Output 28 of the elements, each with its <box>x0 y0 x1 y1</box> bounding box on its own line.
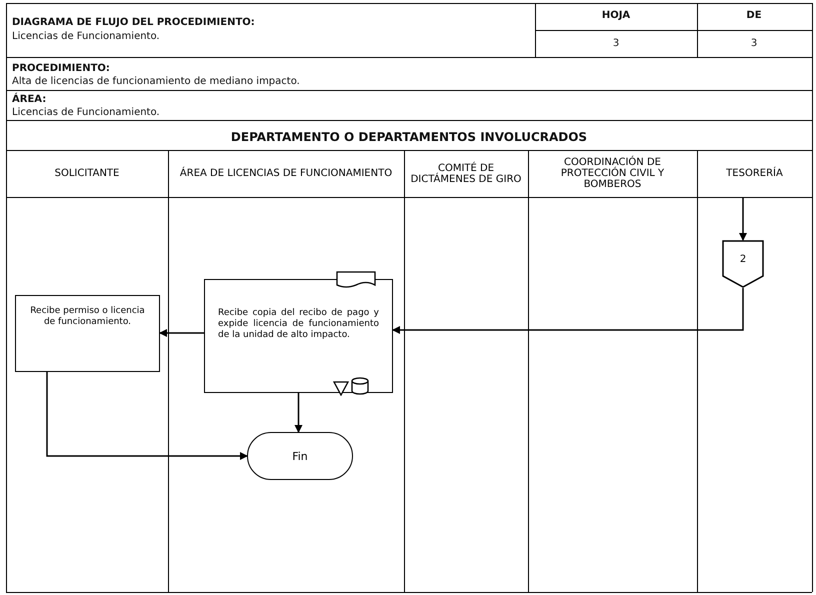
terminal-text: Fin <box>292 450 308 462</box>
form-heading: ÁREA: <box>12 94 46 106</box>
page-number: 3 <box>612 38 620 50</box>
page-count: 3 <box>750 38 758 50</box>
column-heading: DE <box>746 10 762 22</box>
process-box <box>15 295 160 372</box>
column-heading: HOJA <box>602 10 630 22</box>
arrow <box>46 372 248 460</box>
section-heading: DEPARTAMENTO O DEPARTAMENTOS INVOLUCRADOS <box>230 129 588 145</box>
arrow <box>159 329 204 337</box>
lane-heading: SOLICITANTE <box>54 168 120 179</box>
terminal-shape <box>247 432 353 480</box>
arrow <box>294 393 302 433</box>
lane-heading: COMITÉ DE DICTÁMENES DE GIRO <box>410 162 522 184</box>
off-page-connector <box>722 240 764 288</box>
arrow <box>392 288 744 334</box>
lane-heading: TESORERÍA <box>725 168 784 179</box>
arrow <box>739 197 747 241</box>
form-value: Licencias de Funcionamiento. <box>12 31 160 43</box>
form-heading: PROCEDIMIENTO: <box>12 63 110 75</box>
form-heading: DIAGRAMA DE FLUJO DEL PROCEDIMIENTO: <box>12 17 255 29</box>
lane-heading: ÁREA DE LICENCIAS DE FUNCIONAMIENTO <box>178 168 394 179</box>
form-value: Alta de licencias de funcionamiento de mediano impacto. <box>12 76 300 88</box>
process-text: Recibe copia del recibo de pago y expide licencia de funcionamiento de la unidad de alto impacto. <box>218 308 379 341</box>
form-value: Licencias de Funcionamiento. <box>12 107 160 119</box>
lane-heading: COORDINACIÓN DE PROTECCIÓN CIVIL Y BOMBEROS <box>560 157 666 190</box>
process-text: Recibe permiso o licencia de funcionamiento. <box>29 306 146 328</box>
connector-number: 2 <box>738 254 748 265</box>
